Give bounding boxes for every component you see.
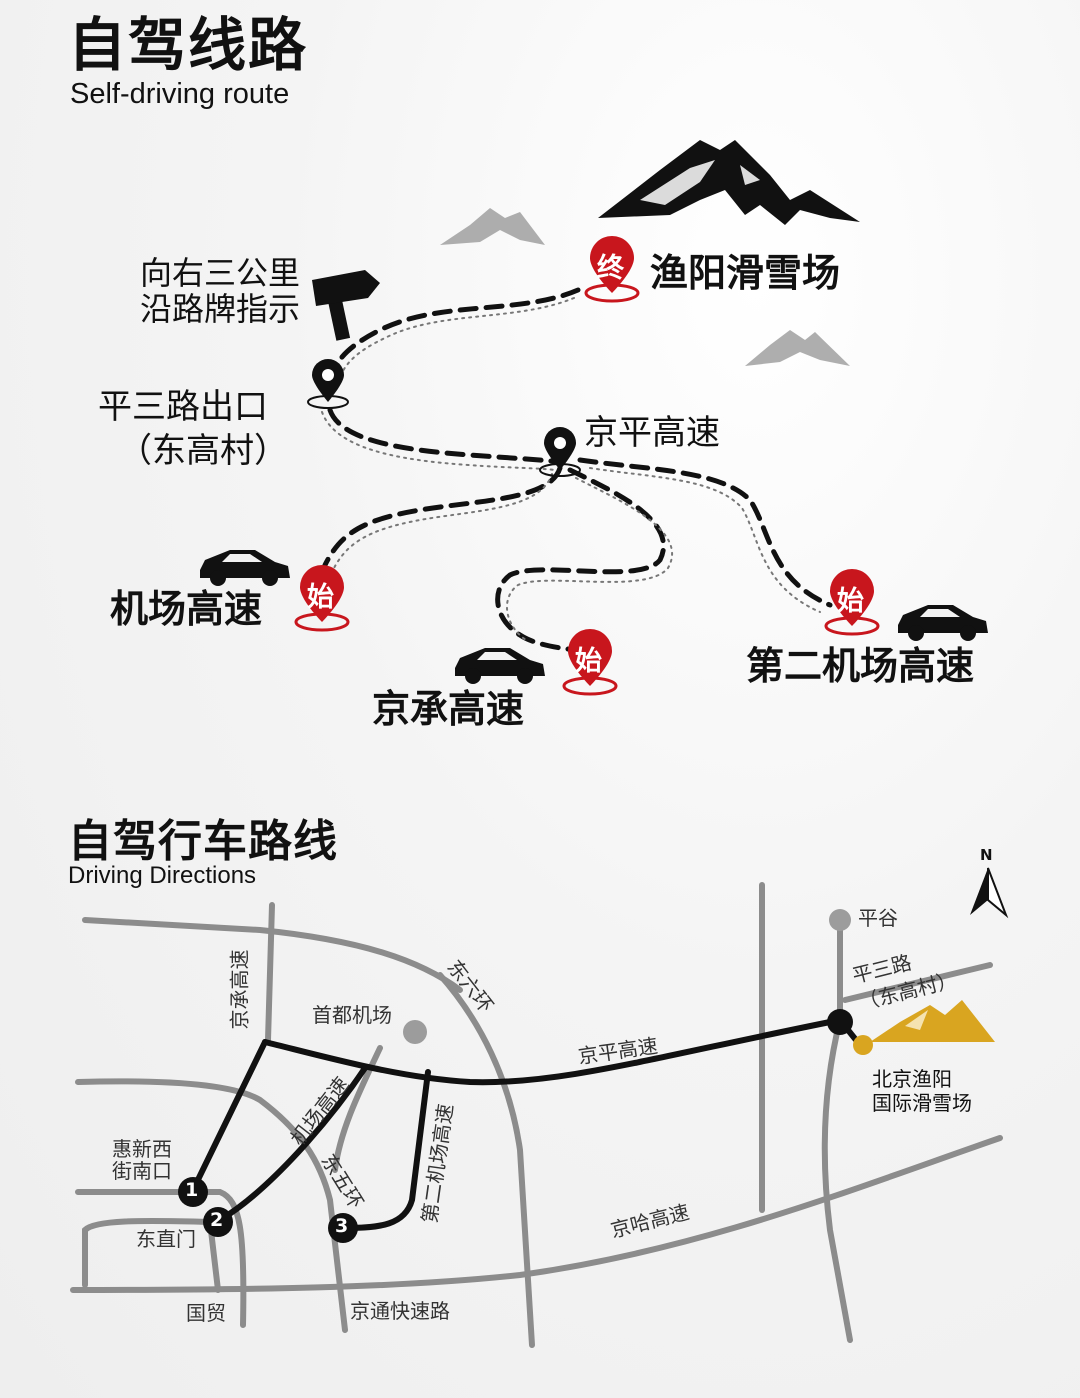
route-airport (217, 1065, 368, 1223)
marker-3-label: 3 (335, 1215, 349, 1237)
road-dongzhimen (82, 1217, 221, 1293)
junction-name: 京平高速 (584, 413, 720, 453)
route-illustration (200, 140, 988, 696)
location-pin-icon (307, 359, 349, 409)
start-jingcheng: 京承高速 (372, 687, 525, 731)
marker-2-label: 2 (210, 1209, 224, 1231)
marker-1-icon (178, 1177, 208, 1207)
road-label-jingcheng: 京承高速 (227, 949, 252, 1030)
airport-dot-icon (403, 1020, 427, 1044)
start-badge-icon (562, 629, 618, 696)
start-badge-icon (294, 565, 350, 632)
route-jingcheng (190, 1039, 268, 1193)
signpost-icon (312, 270, 380, 341)
mountain-small-right-icon (745, 330, 850, 366)
signpost-note-line1: 向右三公里 (140, 254, 301, 292)
road-airport-link (332, 1045, 383, 1173)
start-second-airport: 第二机场高速 (746, 644, 975, 688)
road-jingtong (70, 1135, 1003, 1293)
start-badge-label: 始 (837, 586, 864, 617)
section2-subtitle: Driving Directions (68, 862, 257, 889)
car-icon (200, 550, 290, 586)
end-badge-icon (584, 236, 640, 303)
start-badge-label: 始 (307, 582, 334, 613)
place-airport: 首都机场 (312, 1003, 392, 1027)
marker-3-icon (328, 1213, 358, 1243)
exit-name: 平三路出口 (98, 387, 268, 427)
marker-1-label: 1 (185, 1179, 199, 1201)
section1-title: 自驾线路 (68, 11, 309, 79)
north-arrow-icon (970, 867, 1009, 919)
place-huixinxi-line2: 街南口 (112, 1159, 172, 1183)
marker-2-icon (203, 1207, 233, 1237)
place-resort-line1: 北京渔阳 (872, 1067, 952, 1091)
destination-name: 渔阳滑雪场 (650, 251, 841, 295)
road-pingsan (842, 962, 993, 1003)
place-pinggu: 平谷 (858, 906, 898, 930)
car-icon (898, 605, 988, 641)
signpost-note-line2: 沿路牌指示 (140, 290, 301, 328)
road-west-upper (75, 1078, 348, 1333)
road-jingcheng-gray (265, 902, 275, 1043)
road-label-jingtong: 京通快速路 (350, 1299, 450, 1323)
road-pinggu (821, 917, 853, 1343)
north-label: N (980, 846, 993, 864)
car-icon (455, 648, 545, 684)
junction-dot-icon (827, 1009, 853, 1035)
pinggu-dot-icon (829, 909, 851, 931)
exit-sub: （东高村） (118, 431, 288, 471)
place-resort-line2: 国际滑雪场 (872, 1091, 972, 1115)
section2-title: 自驾行车路线 (68, 816, 338, 867)
place-huixinxi-line1: 惠新西 (112, 1137, 172, 1161)
start-badge-label: 始 (575, 646, 602, 677)
end-badge-label: 终 (597, 253, 624, 284)
resort-mountain-icon (870, 1000, 995, 1042)
section1-subtitle: Self-driving route (70, 78, 290, 110)
road-east-sixth-ring (437, 972, 535, 1348)
route-jingping (262, 1017, 843, 1086)
place-dongzhimen: 东直门 (136, 1227, 196, 1251)
place-guomao: 国贸 (186, 1301, 226, 1325)
start-airport-expressway: 机场高速 (110, 587, 263, 631)
mountain-big-icon (598, 140, 860, 225)
mountain-small-left-icon (440, 208, 545, 245)
location-pin-icon (539, 427, 581, 477)
resort-dot-icon (853, 1035, 873, 1055)
start-badge-icon (824, 569, 880, 636)
